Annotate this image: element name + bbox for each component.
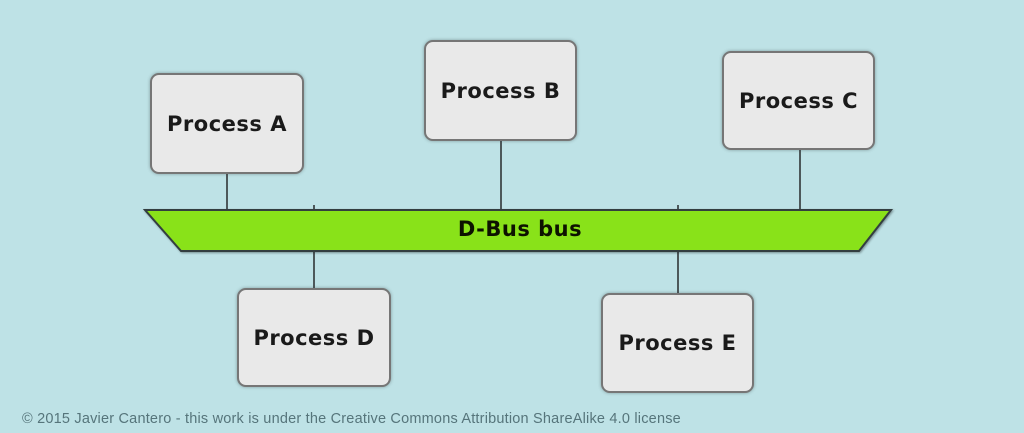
license-text: © 2015 Javier Cantero - this work is und… <box>22 411 681 427</box>
process-node-b-label: Process B <box>440 78 561 103</box>
connector-process-b-to-bus <box>500 140 502 214</box>
process-node-c: Process C <box>722 51 875 150</box>
connector-process-c-to-bus <box>799 150 801 214</box>
process-node-a-label: Process A <box>167 111 287 136</box>
process-node-e: Process E <box>601 293 754 393</box>
process-node-d: Process D <box>237 288 391 387</box>
process-node-a: Process A <box>150 73 304 174</box>
dbus-bus-shape <box>142 209 894 252</box>
dbus-bus-polygon <box>142 209 894 252</box>
process-node-b: Process B <box>424 40 577 141</box>
process-node-e-label: Process E <box>618 331 737 355</box>
process-node-d-label: Process D <box>253 325 375 350</box>
process-node-c-label: Process C <box>738 88 859 113</box>
connector-process-a-to-bus <box>226 173 228 214</box>
